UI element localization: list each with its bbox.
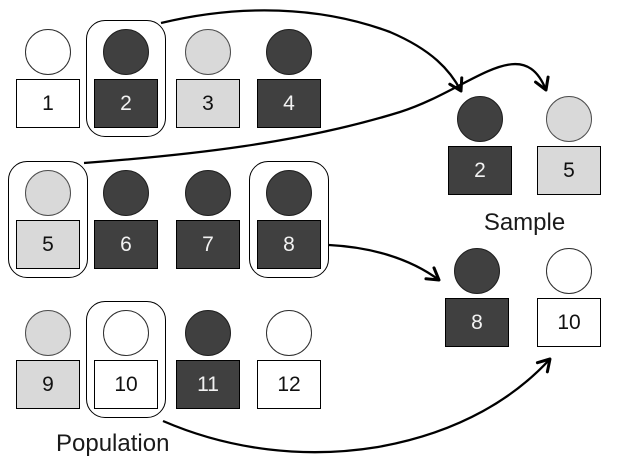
population-label: Population [56,430,170,457]
population-figure-2: 2 [86,20,166,137]
member-number: 10 [557,310,581,334]
person-body-box: 9 [16,360,80,409]
member-number: 7 [202,232,214,256]
member-number: 2 [474,158,486,182]
person-head-circle [185,170,231,216]
member-number: 5 [563,158,575,182]
person-body-box: 6 [94,220,158,269]
person-body-box: 3 [176,79,240,128]
member-number: 8 [283,232,295,256]
person-head-circle [185,310,231,356]
person-body-box: 10 [537,298,601,347]
person-head-circle [25,29,71,75]
population-figure-11: 11 [176,310,240,409]
member-number: 2 [120,91,132,115]
population-figure-6: 6 [94,170,158,269]
person-body-box: 12 [257,360,321,409]
sample-label: Sample [483,209,566,236]
person-body-box: 8 [257,220,321,269]
member-number: 10 [114,372,138,396]
person-body-box: 5 [16,220,80,269]
person-head-circle [266,29,312,75]
sample-figure-2: 2 [448,96,512,195]
member-number: 12 [277,372,301,396]
population-figure-4: 4 [257,29,321,128]
member-number: 1 [42,91,54,115]
person-body-box: 10 [94,360,158,409]
person-head-circle [25,170,71,216]
person-body-box: 2 [94,79,158,128]
population-figure-5: 5 [8,161,88,278]
person-body-box: 4 [257,79,321,128]
person-body-box: 5 [537,146,601,195]
member-number: 3 [202,91,214,115]
population-figure-8: 8 [249,161,329,278]
person-body-box: 8 [445,298,509,347]
sample-figure-8: 8 [445,248,509,347]
person-head-circle [546,248,592,294]
member-number: 5 [42,232,54,256]
population-figure-12: 12 [257,310,321,409]
person-body-box: 2 [448,146,512,195]
person-head-circle [103,170,149,216]
population-figure-9: 9 [16,310,80,409]
member-number: 4 [283,91,295,115]
member-number: 6 [120,232,132,256]
person-body-box: 1 [16,79,80,128]
population-figure-10: 10 [86,301,166,418]
person-head-circle [185,29,231,75]
person-head-circle [103,310,149,356]
member-number: 9 [42,372,54,396]
person-head-circle [457,96,503,142]
sample-figure-10: 10 [537,248,601,347]
person-body-box: 7 [176,220,240,269]
sample-figure-5: 5 [537,96,601,195]
person-head-circle [25,310,71,356]
person-head-circle [266,170,312,216]
person-head-circle [454,248,500,294]
person-body-box: 11 [176,360,240,409]
person-head-circle [546,96,592,142]
person-head-circle [266,310,312,356]
population-figure-1: 1 [16,29,80,128]
member-number: 8 [471,310,483,334]
population-figure-3: 3 [176,29,240,128]
arrow-population8-to-sample8 [328,243,441,282]
population-figure-7: 7 [176,170,240,269]
member-number: 11 [197,372,219,396]
person-head-circle [103,29,149,75]
